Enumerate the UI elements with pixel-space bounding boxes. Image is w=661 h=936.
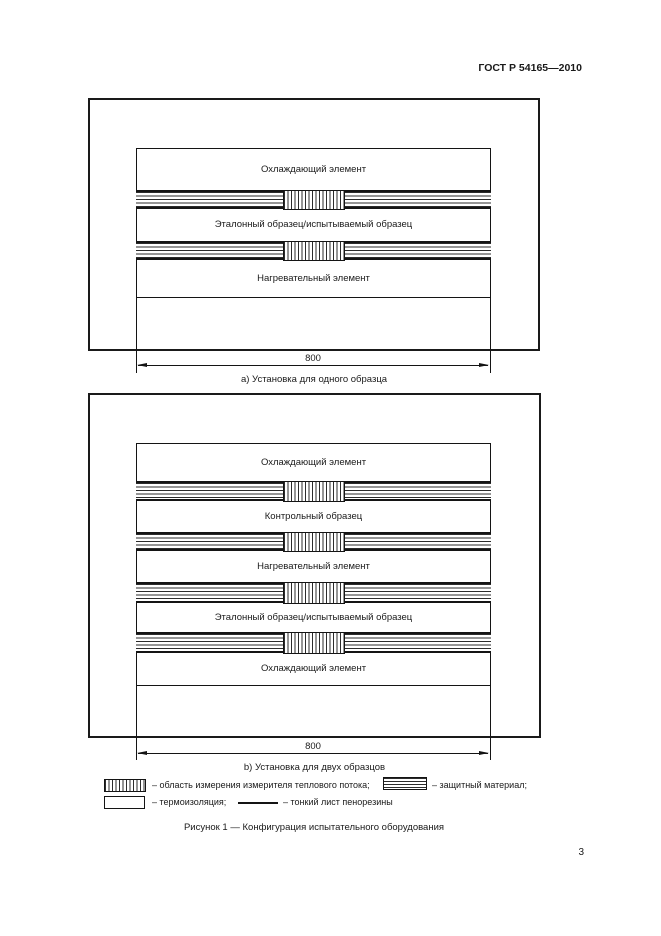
dimension-a: 800 bbox=[137, 353, 489, 370]
dimension-value: 800 bbox=[305, 741, 321, 752]
layer-label: Охлаждающий элемент bbox=[260, 663, 367, 675]
extension-line bbox=[489, 686, 491, 760]
dimension-arrow-left-icon bbox=[137, 363, 147, 367]
extension-line bbox=[489, 298, 491, 373]
legend-foam-rubber-label: – тонкий лист пенорезины bbox=[283, 797, 393, 807]
layer-label: Охлаждающий элемент bbox=[260, 163, 367, 175]
diagram-b-cooling-element-bottom: Охлаждающий элемент bbox=[136, 652, 491, 686]
diagram-b-heating-element: Нагревательный элемент bbox=[136, 550, 491, 583]
layer-label: Нагревательный элемент bbox=[257, 560, 370, 572]
page-number: 3 bbox=[578, 847, 584, 858]
figure-caption: Рисунок 1 — Конфигурация испытательного … bbox=[183, 822, 445, 833]
protective-material-band bbox=[136, 581, 491, 604]
heat-flow-meter-block bbox=[282, 531, 345, 552]
protective-material-band bbox=[136, 531, 491, 552]
heat-flow-meter-block bbox=[282, 631, 345, 654]
foam-rubber-line-icon bbox=[238, 802, 278, 804]
layer-label: Эталонный образец/испытываемый образец bbox=[214, 611, 413, 623]
legend-measuring-area-label: – область измерения измерителя теплового… bbox=[152, 780, 370, 790]
measuring-area-swatch-icon bbox=[104, 779, 146, 792]
diagram-b-layer-stack: Охлаждающий элемент Контрольный образец … bbox=[136, 443, 491, 686]
layer-label: Нагревательный элемент bbox=[257, 272, 370, 284]
protective-material-swatch-icon bbox=[383, 777, 427, 790]
diagram-b-specimen: Эталонный образец/испытываемый образец bbox=[136, 602, 491, 633]
layer-label: Охлаждающий элемент bbox=[260, 456, 367, 468]
protective-material-band bbox=[136, 240, 491, 261]
diagram-a-specimen: Эталонный образец/испытываемый образец bbox=[136, 208, 491, 242]
extension-line bbox=[135, 686, 137, 760]
document-header: ГОСТ Р 54165—2010 bbox=[478, 62, 582, 74]
diagram-b-control-specimen: Контрольный образец bbox=[136, 500, 491, 533]
diagram-b-caption: b) Установка для двух образцов bbox=[243, 762, 386, 773]
heat-flow-meter-block bbox=[282, 581, 345, 604]
diagram-a-cooling-element: Охлаждающий элемент bbox=[136, 148, 491, 191]
dimension-value: 800 bbox=[305, 353, 321, 364]
protective-material-band bbox=[136, 631, 491, 654]
dimension-arrow-right-icon bbox=[479, 751, 489, 755]
heat-flow-meter-block bbox=[282, 240, 345, 261]
dimension-line bbox=[138, 365, 488, 367]
extension-line bbox=[135, 298, 137, 373]
legend-protective-material-label: – защитный материал; bbox=[432, 780, 527, 790]
dimension-line bbox=[138, 753, 488, 755]
diagram-a-heating-element: Нагревательный элемент bbox=[136, 259, 491, 298]
heat-flow-meter-block bbox=[282, 189, 345, 210]
thermal-insulation-swatch-icon bbox=[104, 796, 145, 809]
layer-label: Контрольный образец bbox=[264, 510, 363, 522]
protective-material-band bbox=[136, 480, 491, 502]
dimension-arrow-left-icon bbox=[137, 751, 147, 755]
dimension-b: 800 bbox=[137, 741, 489, 758]
dimension-arrow-right-icon bbox=[479, 363, 489, 367]
legend-thermal-insulation-label: – термоизоляция; bbox=[152, 797, 227, 807]
layer-label: Эталонный образец/испытываемый образец bbox=[214, 219, 413, 231]
diagram-a-caption: а) Установка для одного образца bbox=[240, 374, 388, 385]
diagram-b-cooling-element-top: Охлаждающий элемент bbox=[136, 443, 491, 482]
heat-flow-meter-block bbox=[282, 480, 345, 502]
diagram-a-layer-stack: Охлаждающий элемент Эталонный образец/ис… bbox=[136, 148, 491, 298]
protective-material-band bbox=[136, 189, 491, 210]
